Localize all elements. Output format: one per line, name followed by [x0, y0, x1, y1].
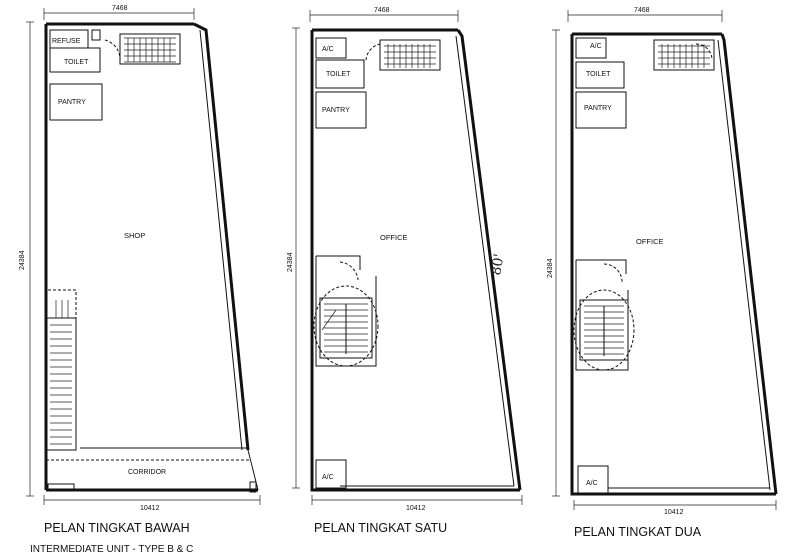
dimension-left: 24384 — [547, 29, 560, 497]
wall-right — [720, 33, 778, 495]
dim-depth: 24384 — [287, 252, 294, 272]
plan-ground-floor: 7468 24384 10412 REFUSE TOILET — [19, 5, 261, 535]
room-pantry — [49, 83, 103, 121]
room-pantry — [575, 91, 627, 129]
label-pantry: PANTRY — [584, 105, 612, 112]
label-shop: SHOP — [124, 231, 145, 240]
label-pantry: PANTRY — [322, 107, 350, 114]
dim-depth: 24384 — [19, 250, 26, 270]
dim-width-bottom: 10412 — [140, 505, 160, 512]
label-toilet: TOILET — [64, 59, 89, 66]
wall-right — [456, 29, 522, 491]
dim-depth: 24384 — [547, 258, 554, 278]
room-toilet — [49, 47, 101, 73]
wall-outline — [310, 28, 520, 492]
footer-text: INTERMEDIATE UNIT - TYPE B & C — [30, 544, 193, 552]
dimension-left: 24384 — [287, 27, 300, 489]
caption-first-floor: PELAN TINGKAT SATU — [314, 521, 447, 535]
dim-width-bottom: 10412 — [664, 509, 684, 516]
room-toilet — [315, 59, 365, 89]
annotation-handwritten: 80' — [488, 253, 508, 277]
label-office: OFFICE — [380, 233, 408, 242]
caption-second-floor: PELAN TINGKAT DUA — [574, 525, 702, 539]
plan-first-floor: 7468 24384 10412 A/C TOILET PANTRY — [287, 7, 523, 535]
label-pantry: PANTRY — [58, 99, 86, 106]
dimension-left: 24384 — [19, 21, 34, 497]
label-toilet: TOILET — [326, 71, 351, 78]
label-ac-bottom: A/C — [586, 480, 598, 487]
dimension-top: 7468 — [567, 7, 723, 22]
room-ac-bottom — [577, 465, 609, 495]
stair-top — [653, 39, 715, 71]
room-ac-bottom — [315, 459, 347, 489]
label-ac-bottom: A/C — [322, 474, 334, 481]
dim-width-top: 7468 — [112, 5, 128, 12]
dim-width-bottom: 10412 — [406, 505, 426, 512]
stair-lower — [45, 289, 77, 451]
room-ac-top — [315, 37, 347, 59]
wall-right — [193, 22, 250, 451]
dimension-bottom: 10412 — [43, 495, 261, 512]
room-ac-top — [575, 37, 607, 59]
stair-top — [365, 39, 441, 71]
room-pantry — [315, 91, 367, 129]
room-toilet — [575, 61, 625, 89]
dimension-bottom: 10412 — [311, 495, 523, 512]
stair-top — [104, 33, 181, 65]
label-corridor: CORRIDOR — [128, 469, 166, 476]
dim-width-top: 7468 — [634, 7, 650, 14]
caption-ground-floor: PELAN TINGKAT BAWAH — [44, 521, 190, 535]
dim-width-top: 7468 — [374, 7, 390, 14]
stair-middle — [313, 255, 379, 367]
label-ac-top: A/C — [590, 43, 602, 50]
label-office: OFFICE — [636, 237, 664, 246]
dimension-top: 7468 — [43, 5, 195, 20]
dimension-top: 7468 — [309, 7, 459, 22]
dimension-bottom: 10412 — [573, 500, 777, 516]
label-ac-top: A/C — [322, 46, 334, 53]
stair-middle — [573, 259, 635, 371]
plan-second-floor: 7468 24384 10412 A/C TOILET PANTRY — [547, 7, 778, 539]
wall-outline — [570, 32, 776, 496]
label-refuse: REFUSE — [52, 38, 81, 45]
label-toilet: TOILET — [586, 71, 611, 78]
wall-outline — [44, 22, 194, 490]
